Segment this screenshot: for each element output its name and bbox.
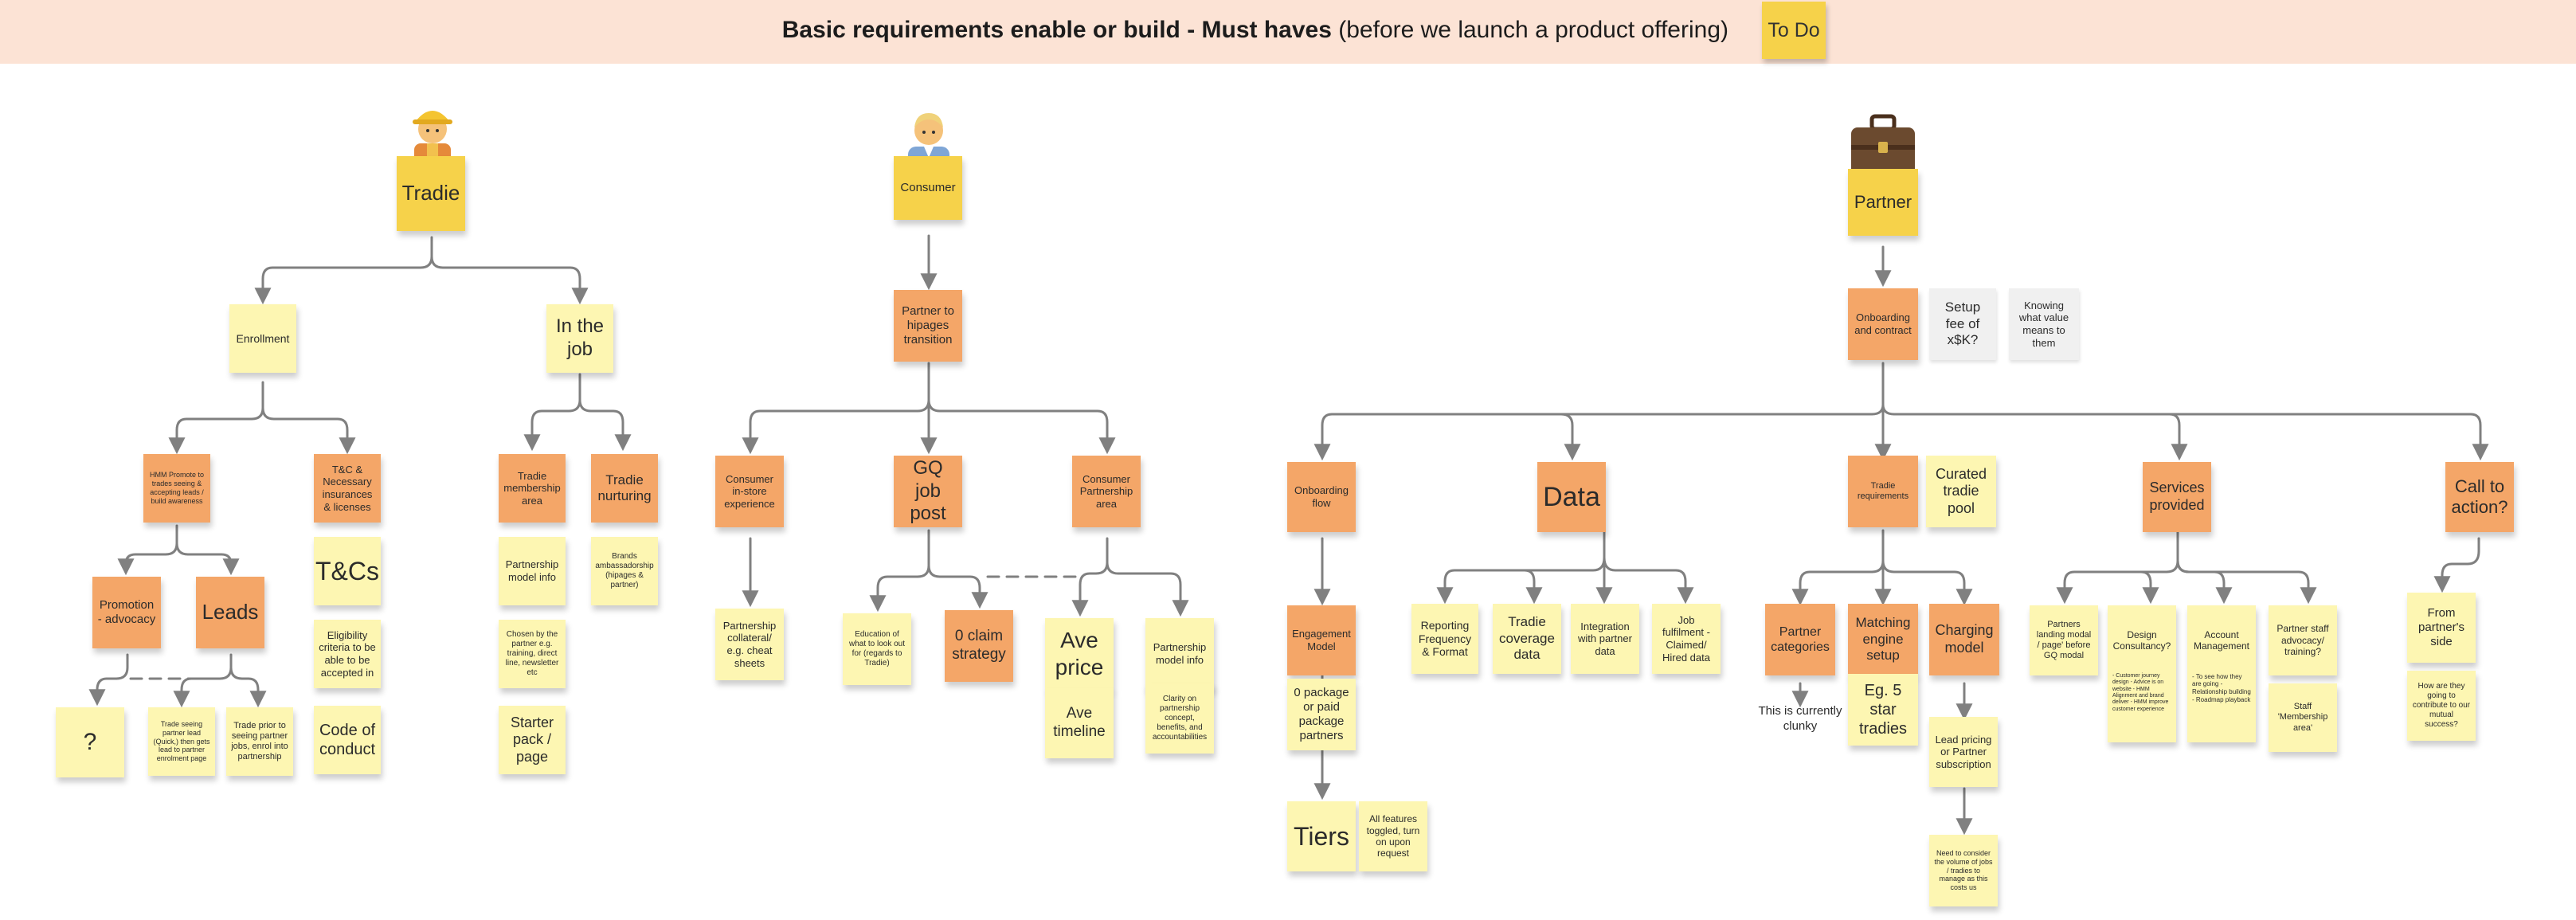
lead-pricing-note[interactable]: Lead pricing or Partner subscription [1929,717,1998,787]
tradie-requirements-note[interactable]: Tradie requirements [1848,456,1918,527]
hmm-promote-note[interactable]: HMM Promote to trades seeing & accepting… [143,454,210,523]
ave-timeline-note[interactable]: Ave timeline [1045,688,1114,758]
todo-status-note[interactable]: To Do [1762,2,1826,59]
brands-ambassadorship-note[interactable]: Brands ambassadorship (hipages & partner… [591,537,658,605]
design-consultancy-note[interactable]: Design Consultancy? - Customer journey d… [2108,605,2176,742]
gq-job-post-note[interactable]: GQ job post [894,456,962,527]
partner-transition-note[interactable]: Partner to hipages transition [894,290,962,362]
tradie-nurturing-note[interactable]: Tradie nurturing [591,454,658,523]
call-to-action-note[interactable]: Call to action? [2445,462,2514,532]
integration-note[interactable]: Integration with partner data [1571,604,1639,674]
question-note[interactable]: ? [56,707,124,777]
eligibility-criteria-note[interactable]: Eligibility criteria to be able to be ac… [314,620,381,688]
education-note[interactable]: Education of what to look out for (regar… [843,613,911,685]
tiers-note[interactable]: Tiers [1287,801,1356,871]
page-title: Basic requirements enable or build - Mus… [781,17,1728,43]
data-note[interactable]: Data [1537,462,1606,532]
tradie-membership-area-note[interactable]: Tradie membership area [499,454,566,523]
five-star-tradies-note[interactable]: Eg. 5 star tradies [1848,674,1918,746]
account-management-note[interactable]: Account Management - To see how they are… [2187,605,2256,742]
job-fulfilment-note[interactable]: Job fulfilment - Claimed/ Hired data [1652,604,1721,674]
tcs-note[interactable]: T&Cs [314,537,381,605]
enrollment-note[interactable]: Enrollment [229,304,296,373]
briefcase-icon [1848,113,1918,183]
contribute-success-note[interactable]: How are they going to contribute to our … [2407,671,2476,741]
chosen-by-partner-note[interactable]: Chosen by the partner e.g. training, dir… [499,620,566,688]
staff-membership-note[interactable]: Staff 'Membership area' [2269,683,2337,752]
package-partners-note[interactable]: 0 package or paid package partners [1287,679,1356,750]
engagement-model-note[interactable]: Engagement Model [1287,605,1356,675]
onboarding-flow-note[interactable]: Onboarding flow [1287,462,1356,532]
all-features-note[interactable]: All features toggled, turn on upon reque… [1359,801,1427,871]
reporting-note[interactable]: Reporting Frequency & Format [1411,604,1478,674]
partner-title-note[interactable]: Partner [1848,169,1918,236]
setup-fee-note[interactable]: Setup fee of x$K? [1929,288,1996,360]
ave-price-note[interactable]: Ave price [1045,618,1114,690]
partnership-model-info-note[interactable]: Partnership model info [499,537,566,605]
onboarding-contract-note[interactable]: Onboarding and contract [1848,288,1918,360]
code-of-conduct-note[interactable]: Code of conduct [314,706,381,774]
trade-prior-note[interactable]: Trade prior to seeing partner jobs, enro… [226,707,293,776]
tradie-title-note[interactable]: Tradie [397,156,465,231]
clarity-note[interactable]: Clarity on partnership concept, benefits… [1145,683,1214,754]
partner-categories-note[interactable]: Partner categories [1765,604,1835,675]
promotion-advocacy-note[interactable]: Promotion - advocacy [92,577,161,648]
knowing-value-note[interactable]: Knowing what value means to them [2009,288,2079,360]
consumer-instore-note[interactable]: Consumer in-store experience [715,456,784,527]
consumer-title-note[interactable]: Consumer [894,156,962,220]
consider-volume-note[interactable]: Need to consider the volume of jobs / tr… [1929,835,1998,906]
account-management-title: Account Management [2193,629,2250,652]
design-consultancy-details: - Customer journey design - Advice is on… [2112,672,2169,712]
consumer-partnership-area-note[interactable]: Consumer Partnership area [1072,456,1141,527]
from-partner-side-note[interactable]: From partner's side [2407,593,2476,663]
design-consultancy-title: Design Consultancy? [2112,629,2171,652]
curated-tradie-pool-note[interactable]: Curated tradie pool [1926,456,1996,527]
trade-seeing-lead-note[interactable]: Trade seeing partner lead (Quick,) then … [148,707,215,776]
tradie-coverage-note[interactable]: Tradie coverage data [1493,604,1561,674]
in-the-job-note[interactable]: In the job [546,304,613,373]
partnership-collateral-note[interactable]: Partnership collateral/ e.g. cheat sheet… [715,609,784,680]
account-management-details: - To see how they are going - Relationsh… [2192,672,2251,703]
services-provided-note[interactable]: Services provided [2143,462,2211,532]
staff-advocacy-note[interactable]: Partner staff advocacy/ training? [2269,605,2337,675]
starter-pack-note[interactable]: Starter pack / page [499,706,566,774]
header-banner: Basic requirements enable or build - Mus… [0,0,2576,64]
zero-claim-strategy-note[interactable]: 0 claim strategy [945,610,1013,682]
charging-model-note[interactable]: Charging model [1929,604,1999,675]
tc-insurance-note[interactable]: T&C & Necessary insurances & licenses [314,454,381,523]
matching-engine-note[interactable]: Matching engine setup [1848,604,1918,675]
landing-modal-note[interactable]: Partners landing modal / page' before GQ… [2030,605,2098,675]
currently-clunky-text: This is currently clunky [1758,704,1842,733]
consumer-partnership-model-info-note[interactable]: Partnership model info [1145,618,1214,690]
leads-note[interactable]: Leads [196,577,264,648]
